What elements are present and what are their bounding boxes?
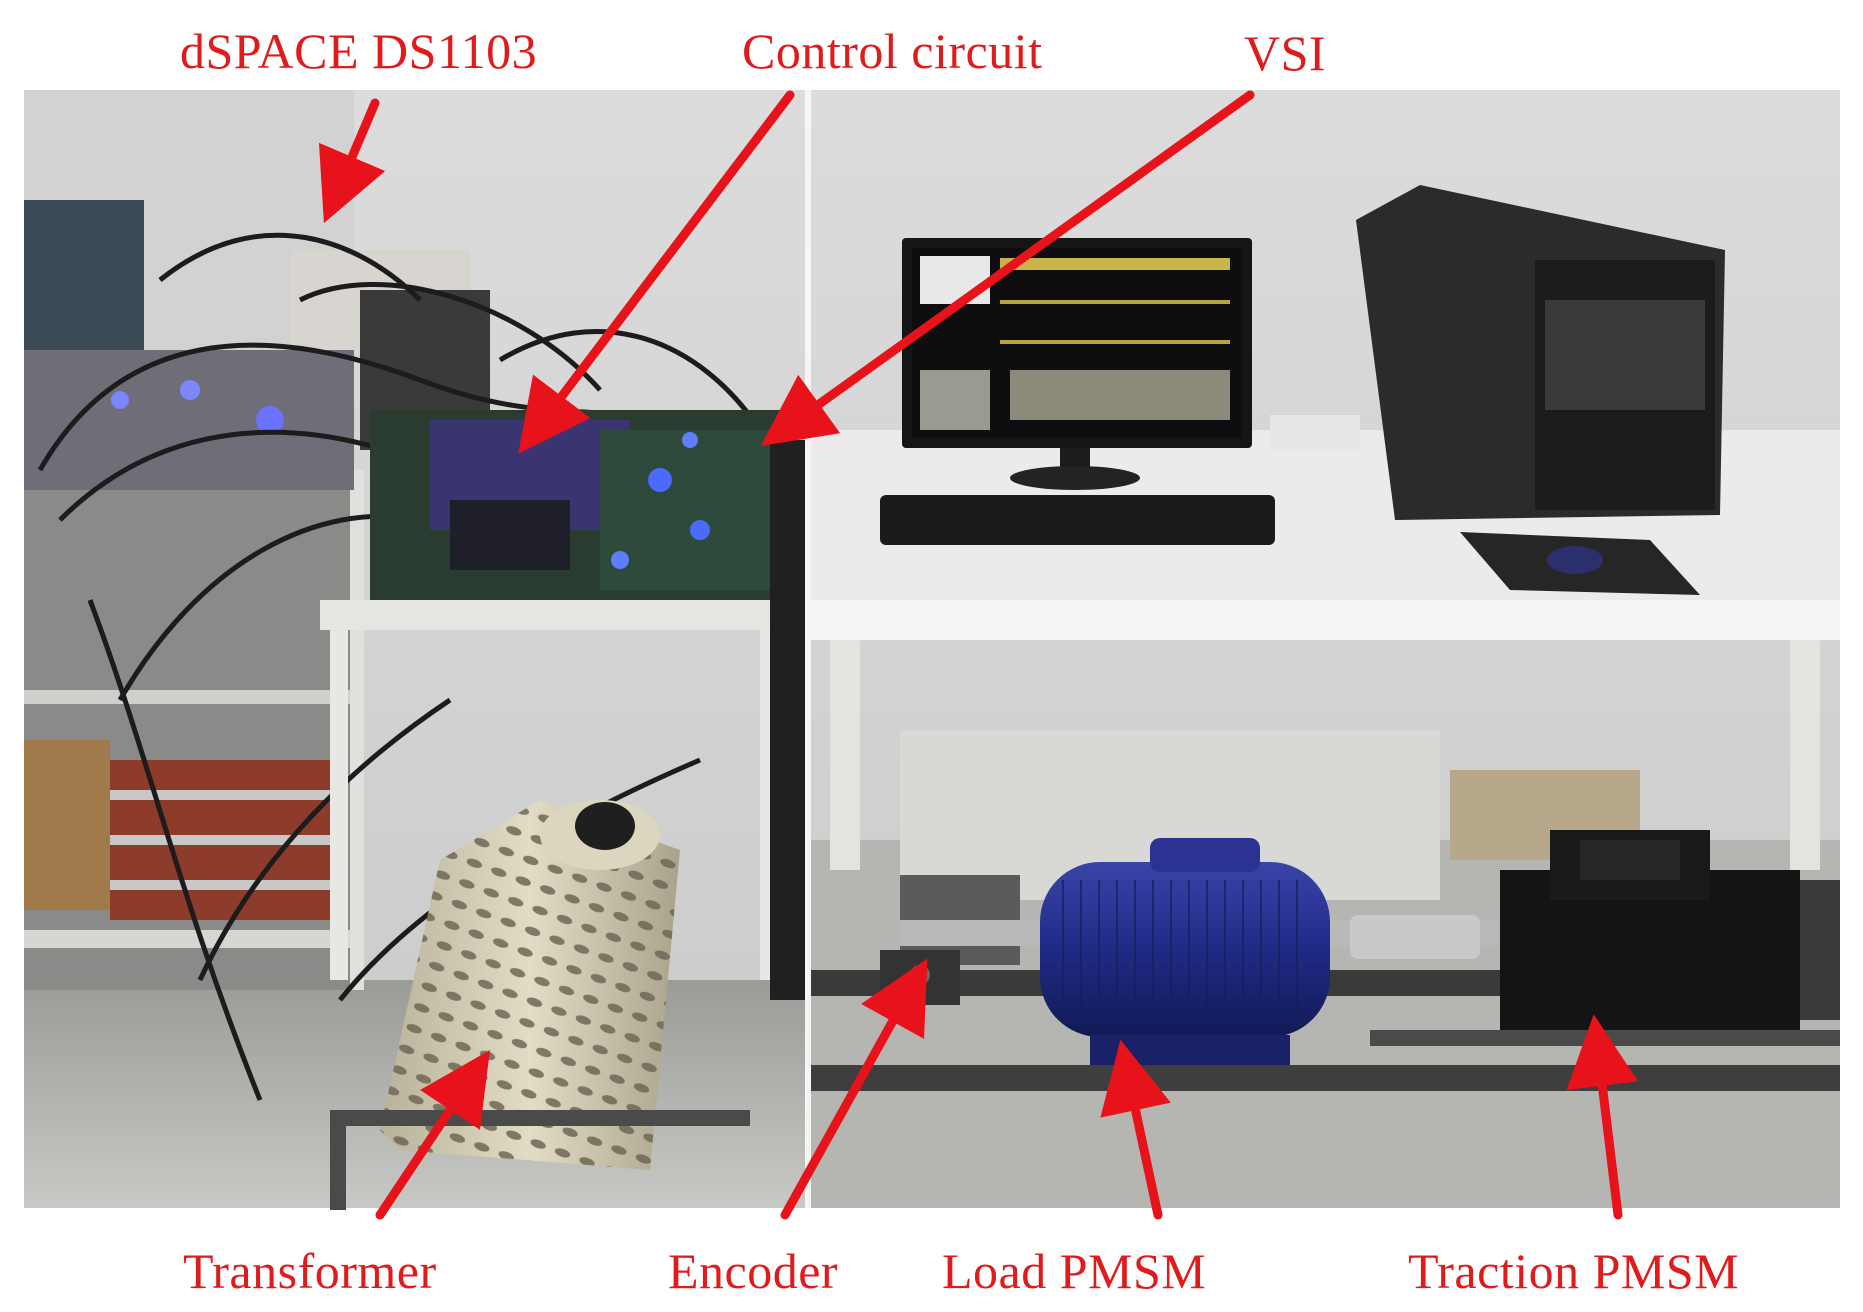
arrow-transformer xyxy=(375,1050,490,1220)
arrow-control-circuit xyxy=(518,90,795,454)
label-control-circuit: Control circuit xyxy=(742,23,1043,79)
load-pmsm xyxy=(1040,838,1330,1065)
keyboard xyxy=(880,495,1275,545)
traction-pmsm xyxy=(1500,830,1840,1030)
photo xyxy=(24,90,1840,1210)
arrow-traction-pmsm xyxy=(1566,1014,1639,1220)
pc-tower xyxy=(1356,185,1725,520)
arrow-dspace xyxy=(318,98,386,224)
arrow-load-pmsm xyxy=(1100,1039,1171,1220)
mouse xyxy=(1547,546,1603,574)
arrow-vsi xyxy=(760,90,1255,446)
power-strip xyxy=(1270,415,1360,450)
label-vsi: VSI xyxy=(1244,25,1327,81)
annotation-arrows xyxy=(318,90,1639,1220)
label-encoder: Encoder xyxy=(668,1243,839,1299)
label-transformer: Transformer xyxy=(183,1243,437,1299)
label-traction-pmsm: Traction PMSM xyxy=(1408,1243,1740,1299)
vsi-cabinet xyxy=(770,440,810,1000)
monitor xyxy=(902,238,1252,490)
left-shelf xyxy=(24,470,364,990)
label-load-pmsm: Load PMSM xyxy=(942,1243,1207,1299)
encoder xyxy=(880,950,960,1005)
label-dspace: dSPACE DS1103 xyxy=(180,23,538,79)
arrow-encoder xyxy=(780,958,928,1220)
coupling xyxy=(1350,915,1480,959)
